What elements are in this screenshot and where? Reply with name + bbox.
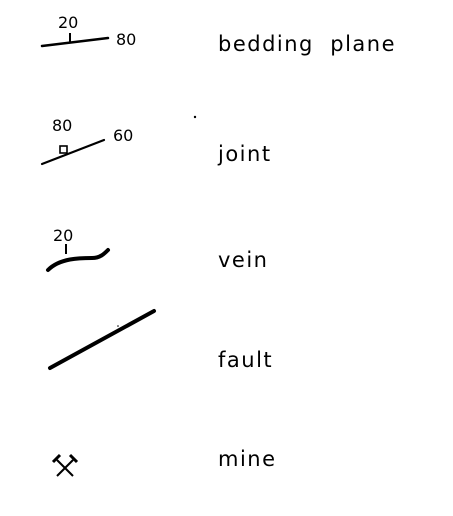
- joint-label: joint: [218, 142, 272, 166]
- bedding-strike-value: 80: [116, 30, 136, 49]
- mine-hammer-handle-right: [56, 459, 74, 477]
- joint-dip-value: 80: [52, 116, 72, 135]
- mine-label: mine: [218, 447, 277, 471]
- mine-symbol: [51, 453, 79, 477]
- vein-trace: [46, 248, 110, 272]
- joint-strike-value: 60: [113, 126, 133, 145]
- fault-symbol: [48, 309, 156, 370]
- scan-speck: [193, 115, 197, 119]
- mine-hammer-head-right: [68, 453, 79, 464]
- joint-strike-line: [40, 138, 106, 166]
- fault-label: fault: [218, 348, 274, 372]
- vein-label: vein: [218, 248, 269, 272]
- bedding-plane-symbol: 20 80: [40, 13, 136, 49]
- vein-symbol: 20: [46, 226, 110, 272]
- mine-hammer-head-left: [51, 453, 62, 464]
- joint-dip-marker: [59, 145, 68, 154]
- bedding-dip-value: 20: [58, 13, 78, 32]
- scan-speck: [117, 325, 119, 327]
- bedding-strike-line: [40, 36, 110, 48]
- bedding-plane-label: bedding plane: [218, 32, 396, 56]
- joint-symbol: 80 60: [40, 116, 133, 166]
- vein-dip-value: 20: [53, 226, 73, 245]
- fault-line: [48, 309, 156, 370]
